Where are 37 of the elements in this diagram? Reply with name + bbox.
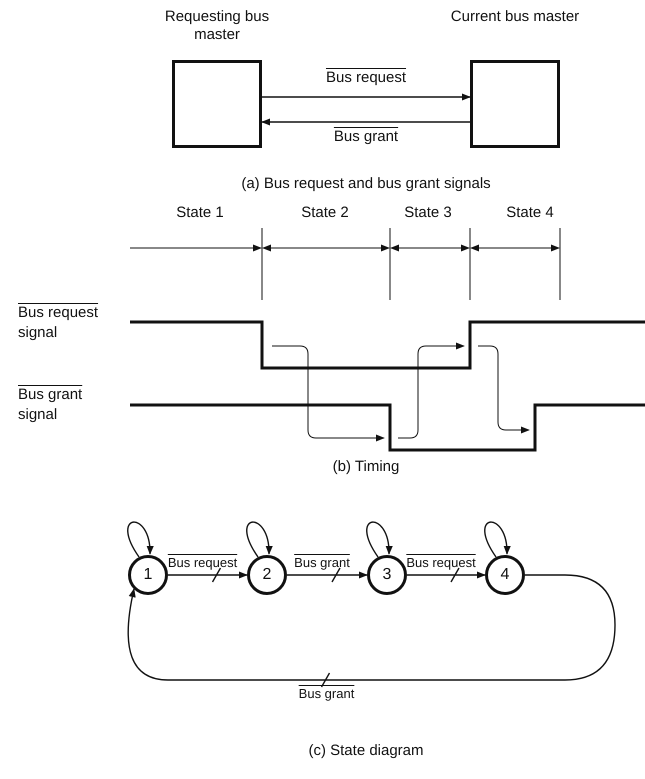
state-number: 3 <box>382 566 392 584</box>
state-number: 4 <box>500 566 510 584</box>
signal-name: signal <box>18 324 58 342</box>
arrow <box>407 571 486 579</box>
caption: (c) State diagram <box>308 742 424 760</box>
edge-label: Bus request <box>406 554 476 572</box>
state-label: State 3 <box>404 204 452 222</box>
arrow <box>287 571 368 579</box>
arrow <box>246 522 272 558</box>
arrow <box>128 574 616 681</box>
state-label: State 1 <box>176 204 224 222</box>
signal-name: Bus grant <box>18 386 82 404</box>
signal-name: signal <box>18 406 58 424</box>
caption: (a) Bus request and bus grant signals <box>241 175 491 193</box>
arrow <box>366 522 392 558</box>
arrow <box>261 118 470 126</box>
arrow <box>127 522 154 558</box>
edge-label: Bus grant <box>294 554 350 572</box>
signal-name: Bus request <box>18 304 98 322</box>
caption: (b) Timing <box>332 458 400 476</box>
edge-label: Bus grant <box>298 685 354 703</box>
edge-label: Bus request <box>168 554 238 572</box>
state-number: 2 <box>262 566 272 584</box>
box-heading: Requesting bus master <box>164 8 270 44</box>
state-circle <box>128 555 168 595</box>
state-number: 1 <box>144 566 152 584</box>
state-label: State 2 <box>301 204 349 222</box>
state-circle <box>247 555 287 595</box>
state-label: State 4 <box>506 204 554 222</box>
edge-label: Bus request <box>326 69 406 87</box>
arrow <box>168 571 248 579</box>
box-heading: Current bus master <box>450 8 580 26</box>
edge-label: Bus grant <box>334 128 398 146</box>
arrow <box>262 93 471 101</box>
state-circle <box>485 555 525 595</box>
state-circle <box>367 555 407 595</box>
arrow <box>484 522 510 558</box>
